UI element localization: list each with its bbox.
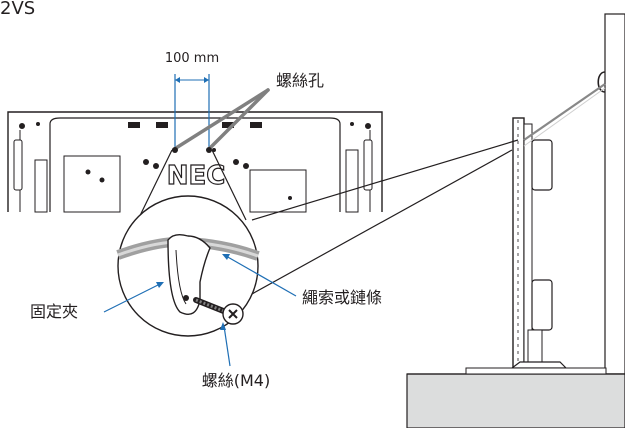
screw-leader bbox=[220, 322, 231, 367]
safety-cord-side bbox=[523, 83, 606, 147]
cord-leader bbox=[222, 254, 297, 297]
screw-holes-leaders bbox=[172, 88, 270, 153]
clamp-leader bbox=[103, 282, 164, 313]
wall-hook bbox=[597, 71, 606, 93]
monitor-side-view bbox=[465, 117, 607, 375]
cord-or-chain-label: 繩索或鏈條 bbox=[302, 288, 382, 307]
screw-label: 螺絲(M4) bbox=[202, 371, 270, 390]
monitor-rear-view bbox=[7, 111, 383, 213]
page-caption: 2VS bbox=[0, 0, 36, 19]
clamp-label: 固定夾 bbox=[30, 302, 78, 321]
brand-logo: NEC bbox=[167, 161, 226, 191]
detail-magnifier bbox=[116, 139, 519, 337]
wall bbox=[406, 13, 625, 428]
spacing-dimension bbox=[174, 74, 210, 150]
spacing-label: 100 mm bbox=[165, 51, 219, 66]
screw-holes-label: 螺絲孔 bbox=[276, 71, 324, 90]
